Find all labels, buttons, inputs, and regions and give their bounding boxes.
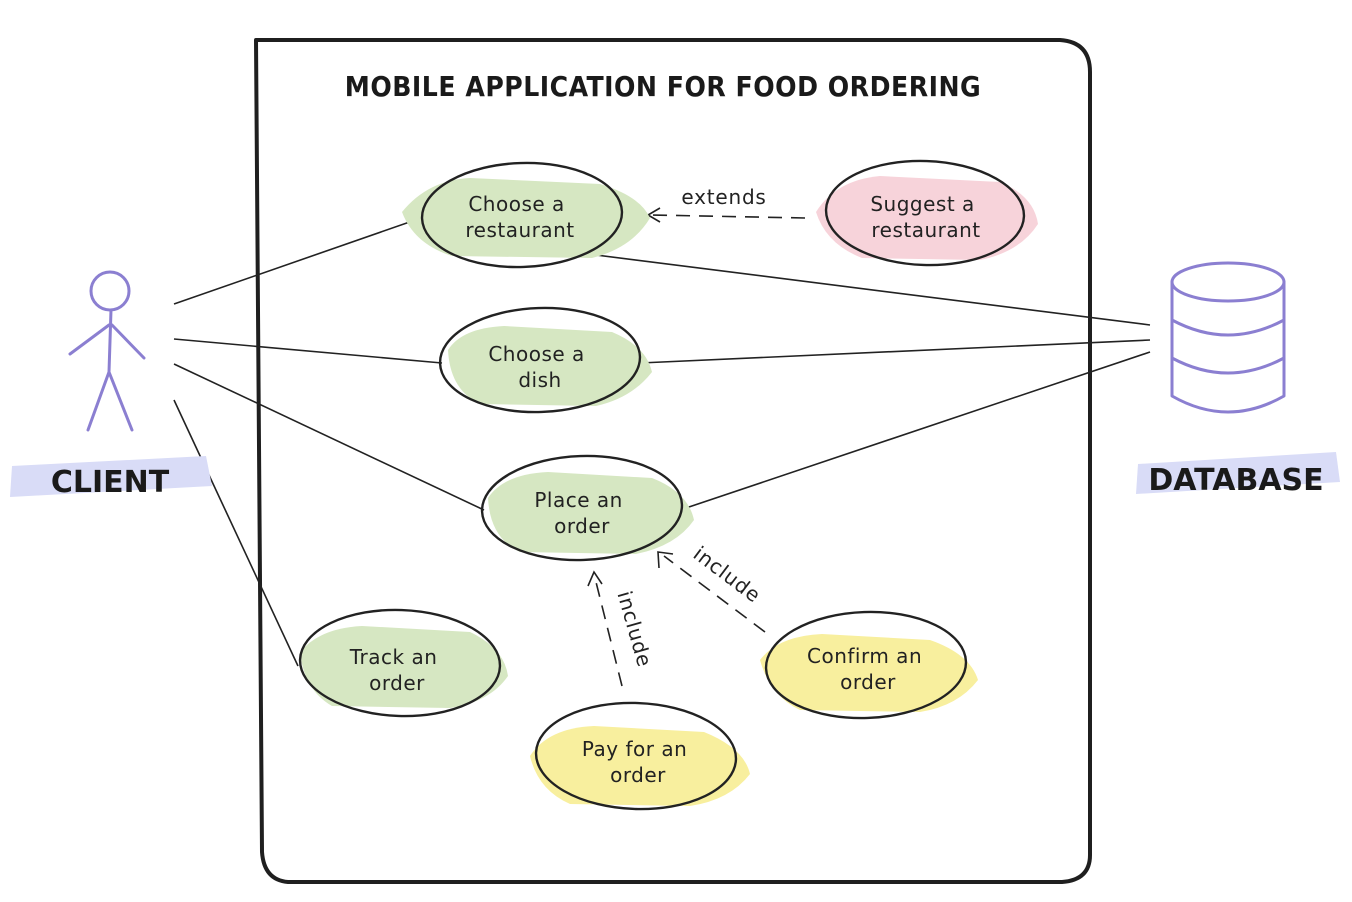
extends-label: extends [681, 185, 766, 209]
highlight-yellow [760, 634, 978, 712]
actor-body-icon [68, 308, 146, 432]
highlight-green [448, 326, 652, 406]
use-case-choose-restaurant[interactable]: Choose a restaurant [402, 160, 650, 271]
database-place-order-line [679, 351, 1151, 511]
use-case-label: Pay for an order [582, 737, 694, 787]
database-actor[interactable]: DATABASE [1136, 261, 1340, 498]
use-case-label: Confirm an order [807, 644, 929, 694]
database-icon [1170, 261, 1286, 414]
system-boundary [254, 38, 1092, 884]
use-case-label: Track an order [349, 645, 444, 695]
client-label: CLIENT [51, 465, 170, 500]
use-case-ellipse [438, 306, 642, 414]
use-case-label: Suggest a restaurant [870, 192, 981, 242]
client-place-order-line [173, 363, 485, 511]
client-track-order-line [173, 399, 299, 667]
use-case-ellipse [534, 701, 738, 811]
client-choose-dish-line [173, 338, 443, 364]
database-choose-restaurant-line [587, 253, 1151, 326]
use-case-confirm-order[interactable]: Confirm an order [760, 609, 978, 722]
associations [173, 216, 1151, 667]
include-pay-line [594, 577, 623, 687]
include-confirm-label: include [689, 541, 766, 607]
use-case-ellipse [298, 608, 502, 718]
highlight-yellow [530, 726, 750, 806]
actor-label-band [1136, 452, 1340, 494]
use-case-place-order[interactable]: Place an order [480, 453, 694, 564]
highlight-green [402, 178, 650, 258]
actor-head-icon [89, 270, 131, 312]
use-case-ellipse [824, 159, 1026, 267]
system-title: MOBILE APPLICATION FOR FOOD ORDERING [345, 70, 981, 103]
highlight-green [300, 626, 508, 708]
use-case-track-order[interactable]: Track an order [298, 607, 508, 720]
database-label: DATABASE [1148, 463, 1323, 498]
use-case-ellipse [764, 610, 968, 720]
use-case-ellipse [420, 161, 624, 269]
dependencies: extends include include [587, 185, 806, 687]
include-confirm-arrowhead [657, 551, 674, 569]
use-case-suggest-restaurant[interactable]: Suggest a restaurant [816, 158, 1038, 269]
use-case-ellipse [480, 454, 684, 562]
include-pay-label: include [612, 588, 657, 670]
include-pay-arrowhead [587, 570, 603, 587]
include-confirm-line [663, 555, 766, 633]
highlight-green [488, 472, 694, 554]
client-choose-restaurant-line [173, 216, 425, 305]
use-case-choose-dish[interactable]: Choose a dish [438, 305, 652, 416]
extends-line [651, 214, 806, 219]
database-choose-dish-line [639, 339, 1151, 364]
client-actor[interactable]: CLIENT [10, 270, 212, 500]
use-case-label: Choose a restaurant [465, 192, 574, 242]
use-case-label: Place an order [534, 488, 629, 538]
highlight-pink [816, 176, 1038, 260]
actor-label-band [10, 456, 212, 497]
use-case-pay-order[interactable]: Pay for an order [530, 700, 750, 813]
use-case-label: Choose a dish [488, 342, 591, 392]
